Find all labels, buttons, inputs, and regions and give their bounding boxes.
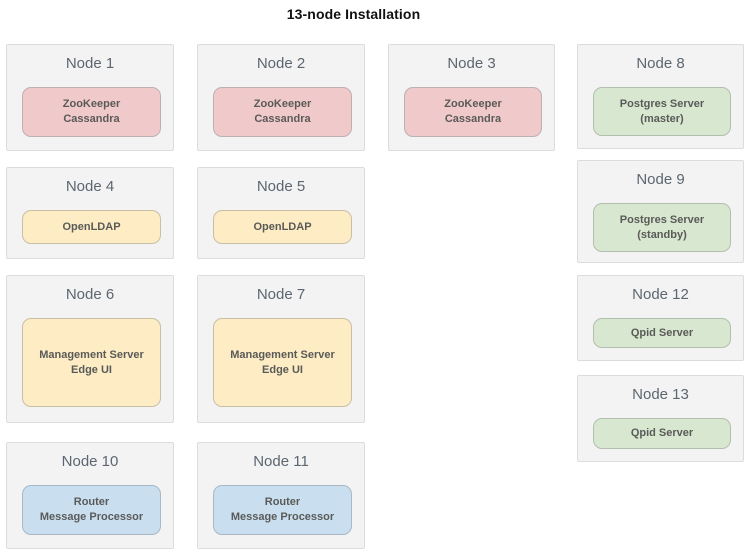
service-line: OpenLDAP [253,220,312,233]
service-box[interactable]: Qpid Server [593,418,731,449]
node-title: Node 3 [447,55,496,72]
service-line: Postgres Server [619,97,705,110]
service-line: Qpid Server [630,427,694,439]
node-title: Node 8 [636,55,685,72]
service-line: Management Server [230,348,335,361]
node-card-13[interactable]: Node 13 Qpid Server [577,375,744,462]
node-card-5[interactable]: Node 5 OpenLDAP [197,167,365,259]
service-line: (master) [640,112,684,125]
service-line: Message Processor [230,511,335,523]
node-title: Node 11 [253,453,309,470]
node-title: Node 7 [256,286,306,303]
service-box[interactable]: Postgres Server (standby) [593,203,731,252]
service-line: Cassandra [254,113,311,125]
node-card-12[interactable]: Node 12 Qpid Server [577,275,744,361]
node-title: Node 10 [61,453,119,470]
page-title: 13-node Installation [286,6,421,22]
service-line: Edge UI [262,363,303,376]
node-card-9[interactable]: Node 9 Postgres Server (standby) [577,160,744,263]
node-title: Node 6 [65,286,115,303]
node-title: Node 12 [632,286,689,303]
node-title: Node 5 [256,178,306,195]
service-line: Router [264,496,301,508]
service-line: Postgres Server [619,213,705,226]
node-card-8[interactable]: Node 8 Postgres Server (master) [577,44,744,149]
service-line: ZooKeeper [444,98,502,110]
node-title: Node 9 [636,171,685,188]
service-line: Router [73,496,110,508]
service-box[interactable]: OpenLDAP [22,210,161,244]
service-line: ZooKeeper [253,98,312,110]
service-line: Message Processor [39,511,144,523]
service-line: Cassandra [444,113,502,125]
service-box[interactable]: Postgres Server (master) [593,87,731,136]
node-title: Node 1 [65,55,115,72]
service-line: (standby) [637,228,687,241]
service-line: ZooKeeper [62,98,121,110]
service-box[interactable]: Qpid Server [593,318,731,348]
service-line: Edge UI [71,363,112,376]
service-line: OpenLDAP [62,220,121,233]
service-line: Management Server [39,348,144,361]
node-card-4[interactable]: Node 4 OpenLDAP [6,167,174,259]
service-line: Cassandra [63,113,120,125]
service-box[interactable]: OpenLDAP [213,210,352,244]
node-title: Node 2 [256,55,306,72]
node-title: Node 4 [65,178,115,195]
service-line: Qpid Server [630,326,694,339]
node-title: Node 13 [632,386,689,403]
